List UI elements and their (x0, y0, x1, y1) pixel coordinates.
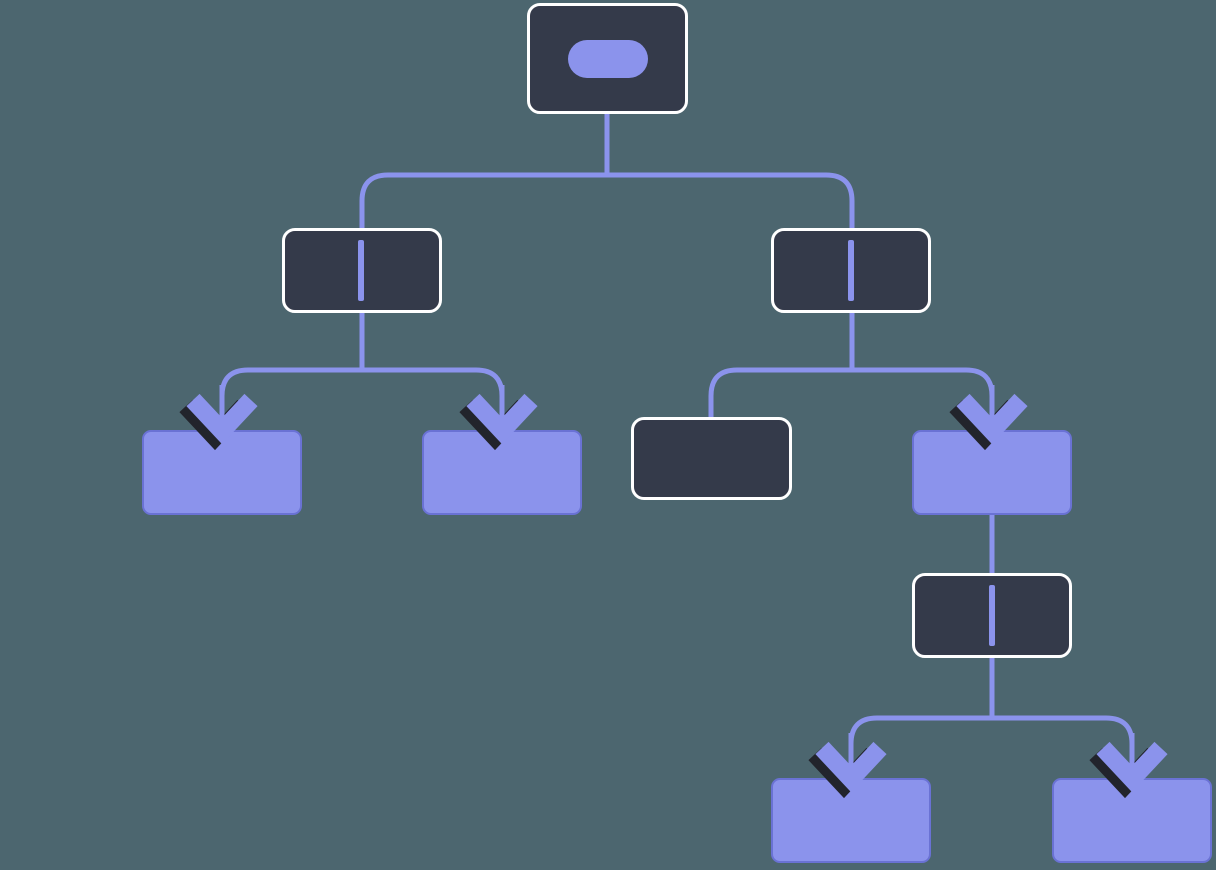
edge-level2-right-to-dark-leaf (708, 313, 855, 418)
node-marker-bar-level2-left (358, 240, 364, 301)
node-leaf-2[interactable] (422, 430, 582, 515)
edge-level4-mid-to-leaf-4 (992, 715, 1135, 780)
edge-level2-right-to-branch-node (852, 367, 995, 432)
edge-level2-left-to-leaf-2 (362, 367, 505, 432)
node-branch-node[interactable] (912, 430, 1072, 515)
arrowhead-icon-leaf-3 (815, 741, 887, 793)
edge-level2-left-to-leaf-1 (219, 313, 365, 432)
node-leaf-3[interactable] (771, 778, 931, 863)
arrowhead-icon-leaf-1 (186, 393, 258, 445)
node-dark-leaf[interactable] (631, 417, 792, 500)
node-leaf-1[interactable] (142, 430, 302, 515)
node-marker-pill-root (568, 40, 648, 78)
arrowhead-icon-leaf-4 (1096, 741, 1168, 793)
node-marker-bar-level2-right (848, 240, 854, 301)
edge-level4-mid-to-leaf-3 (848, 656, 995, 780)
arrowhead-icon-leaf-2 (466, 393, 538, 445)
node-leaf-4[interactable] (1052, 778, 1212, 863)
arrowhead-icon-branch-node (956, 393, 1028, 445)
node-marker-bar-level4-mid (989, 585, 995, 646)
